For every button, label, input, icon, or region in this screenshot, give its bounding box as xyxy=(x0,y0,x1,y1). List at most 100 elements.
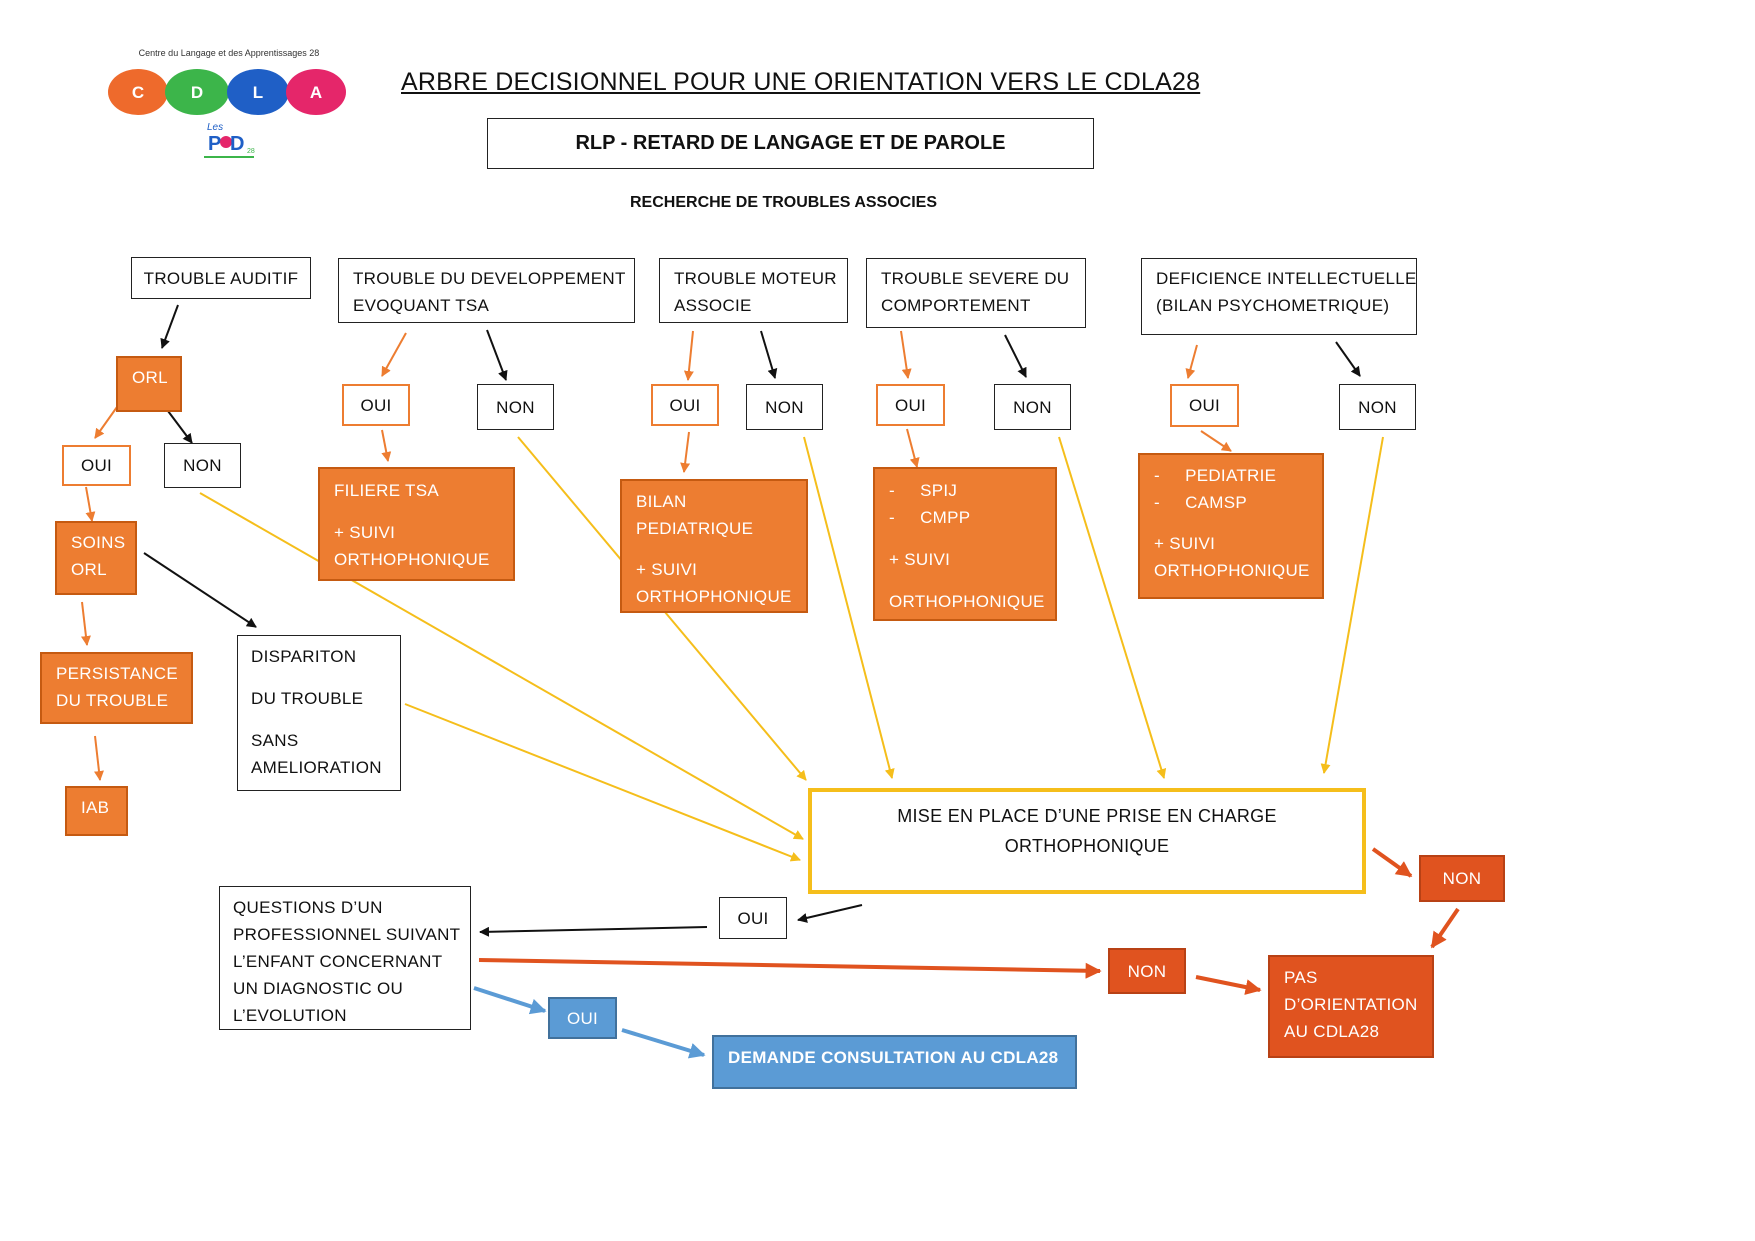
node-line: QUESTIONS D’UN xyxy=(233,898,383,917)
arrow-questions-oui xyxy=(473,986,547,1015)
node-line: MISE EN PLACE D’UNE PRISE EN CHARGE xyxy=(897,806,1277,826)
node-label: DEMANDE CONSULTATION AU CDLA28 xyxy=(728,1048,1059,1067)
node-orl-oui: OUI xyxy=(62,445,131,486)
node-line: - CMPP xyxy=(889,508,971,527)
node-disparition: DISPARITON DU TROUBLE SANS AMELIORATION xyxy=(237,635,401,791)
node-label: OUI xyxy=(360,395,392,415)
node-line: PEDIATRIQUE xyxy=(636,519,754,538)
node-iab: IAB xyxy=(65,786,128,836)
node-line: UN DIAGNOSTIC OU xyxy=(233,979,404,998)
node-bilan: BILAN PEDIATRIQUE + SUIVI ORTHOPHONIQUE xyxy=(620,479,808,613)
node-line: PERSISTANCE xyxy=(56,664,179,683)
node-line: AMELIORATION xyxy=(251,758,382,777)
node-orl-non: NON xyxy=(164,443,241,488)
node-questions-non: NON xyxy=(1108,948,1186,994)
node-line: FILIERE TSA xyxy=(334,481,440,500)
node-line: DEFICIENCE INTELLECTUELLE xyxy=(1156,269,1417,288)
node-label: NON xyxy=(1127,961,1167,981)
logo-d-bubble xyxy=(165,69,229,115)
arrow-oui-spij xyxy=(906,428,920,468)
node-moteur-non: NON xyxy=(746,384,823,430)
arrow-soins-persistance xyxy=(80,601,91,646)
node-line: PAS xyxy=(1284,968,1318,987)
node-mise-en-place: MISE EN PLACE D’UNE PRISE EN CHARGE ORTH… xyxy=(808,788,1366,894)
node-questions: QUESTIONS D’UN PROFESSIONNEL SUIVANT L’E… xyxy=(219,886,471,1030)
node-line: (BILAN PSYCHOMETRIQUE) xyxy=(1156,296,1390,315)
logo-org-name: Centre du Langage et des Apprentissages … xyxy=(139,48,320,58)
node-line: + SUIVI xyxy=(1154,534,1216,553)
arrow-persistance-iab xyxy=(94,735,104,781)
node-line: + SUIVI xyxy=(889,550,951,569)
node-line: PROFESSIONNEL SUIVANT xyxy=(233,925,461,944)
logo-a-bubble xyxy=(286,69,346,115)
node-line: COMPORTEMENT xyxy=(881,296,1031,315)
arrow-moteur-non-mise xyxy=(803,436,895,779)
node-label: OUI xyxy=(894,395,927,415)
node-deficience-non: NON xyxy=(1339,384,1416,430)
node-persistance: PERSISTANCE DU TROUBLE xyxy=(40,652,193,724)
node-mise-oui: OUI xyxy=(719,897,787,939)
arrow-non-pas xyxy=(1430,907,1460,949)
node-line: DU TROUBLE xyxy=(56,691,169,710)
node-deficience-oui: OUI xyxy=(1170,384,1239,427)
node-demande: DEMANDE CONSULTATION AU CDLA28 xyxy=(712,1035,1077,1089)
logo-letter-d: D xyxy=(191,83,203,102)
svg-text:P: P xyxy=(208,133,221,155)
node-line: AU CDLA28 xyxy=(1284,1022,1380,1041)
section-title: RECHERCHE DE TROUBLES ASSOCIES xyxy=(630,194,937,211)
node-deficience: DEFICIENCE INTELLECTUELLE (BILAN PSYCHOM… xyxy=(1141,258,1417,335)
arrow-deficience-oui xyxy=(1185,344,1198,379)
arrow-oui-bilan xyxy=(680,431,691,473)
arrow-orl-non-mise xyxy=(199,492,804,840)
node-pediatrie: - PEDIATRIE - CAMSP + SUIVI ORTHOPHONIQU… xyxy=(1138,453,1324,599)
node-line: SOINS xyxy=(71,533,126,552)
subtitle-box: RLP - RETARD DE LANGAGE ET DE PAROLE xyxy=(487,118,1094,169)
node-line: ORL xyxy=(71,560,107,579)
node-label: OUI xyxy=(80,456,113,475)
arrow-comportement-non xyxy=(1004,334,1027,378)
node-trouble-auditif: TROUBLE AUDITIF xyxy=(131,257,311,299)
arrow-oui-demande xyxy=(621,1028,706,1059)
cdla-logo: Centre du Langage et des Apprentissages … xyxy=(104,46,354,166)
arrow-soins-disparition xyxy=(143,552,257,628)
node-line: ORTHOPHONIQUE xyxy=(334,550,490,569)
arrow-oui-filiere xyxy=(381,429,392,462)
subtitle: RLP - RETARD DE LANGAGE ET DE PAROLE xyxy=(575,132,1006,154)
node-label: OUI xyxy=(1188,396,1221,415)
logo-c-bubble xyxy=(108,69,168,115)
arrow-orl-non xyxy=(167,410,193,444)
arrow-tsa-non xyxy=(486,329,508,381)
arrow-auditif-orl xyxy=(160,304,179,349)
node-line: L’ENFANT CONCERNANT xyxy=(233,952,443,971)
logo-l-bubble xyxy=(227,69,289,115)
node-label: OUI xyxy=(566,1008,599,1028)
arrow-questions-non xyxy=(478,958,1102,979)
node-moteur-oui: OUI xyxy=(651,384,719,426)
node-filiere-tsa: FILIERE TSA + SUIVI ORTHOPHONIQUE xyxy=(318,467,515,581)
node-line: DU TROUBLE xyxy=(251,689,364,708)
node-soins-orl: SOINS ORL xyxy=(55,521,137,595)
node-label: NON xyxy=(183,456,222,475)
node-line: ORTHOPHONIQUE xyxy=(636,587,792,606)
node-mise-non: NON xyxy=(1419,855,1505,902)
logo-letter-a: A xyxy=(310,83,322,102)
node-orl: ORL xyxy=(116,356,182,412)
node-line: ORTHOPHONIQUE xyxy=(1004,836,1170,856)
arrow-moteur-non xyxy=(760,330,778,379)
node-comportement: TROUBLE SEVERE DU COMPORTEMENT xyxy=(866,258,1086,328)
node-moteur: TROUBLE MOTEUR ASSOCIE xyxy=(659,258,848,323)
svg-text:D: D xyxy=(230,133,244,155)
node-line: - SPIJ xyxy=(889,481,958,500)
arrow-mise-non xyxy=(1371,847,1413,878)
node-line: - CAMSP xyxy=(1154,493,1248,512)
node-line: TROUBLE MOTEUR xyxy=(674,269,837,288)
arrow-non2-pas xyxy=(1195,975,1262,995)
arrow-deficience-non xyxy=(1335,341,1361,377)
node-label: NON xyxy=(1358,397,1397,417)
node-line: ORTHOPHONIQUE xyxy=(889,592,1045,611)
svg-text:28: 28 xyxy=(247,148,255,155)
node-label: NON xyxy=(496,397,535,417)
node-questions-oui: OUI xyxy=(548,997,617,1039)
node-comportement-non: NON xyxy=(994,384,1071,430)
node-tsa-non: NON xyxy=(477,384,554,430)
